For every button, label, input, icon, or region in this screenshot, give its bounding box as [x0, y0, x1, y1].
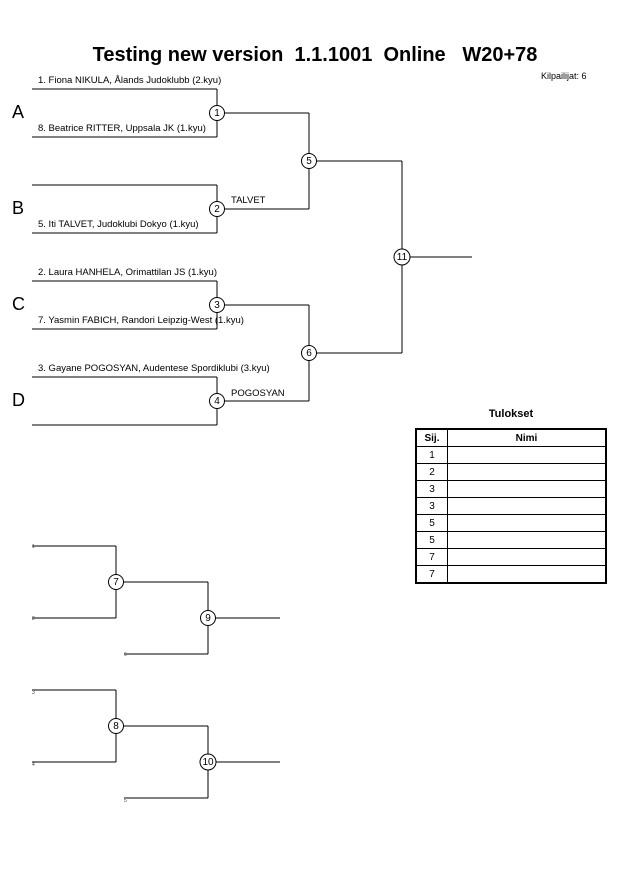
- pool-label-d: D: [12, 390, 25, 410]
- page-title: Testing new version 1.1.1001 Online W20+…: [92, 44, 538, 66]
- match-winner-label: TALVET: [231, 195, 266, 206]
- place-cell: 2: [415, 463, 448, 481]
- name-cell: [447, 565, 607, 584]
- match-node-1: 1: [209, 105, 225, 121]
- table-row: 5: [415, 531, 607, 549]
- name-cell: [447, 446, 607, 464]
- place-cell: 7: [415, 548, 448, 566]
- match-node-3: 3: [209, 297, 225, 313]
- name-cell: [447, 497, 607, 515]
- match-node-6: 6: [301, 345, 317, 361]
- table-row: 5: [415, 514, 607, 532]
- results-header-row: Sij. Nimi: [415, 428, 607, 447]
- table-row: 7: [415, 565, 607, 584]
- name-cell: [447, 463, 607, 481]
- pool-label-c: C: [12, 294, 25, 314]
- table-row: 2: [415, 463, 607, 481]
- match-winner-label: POGOSYAN: [231, 388, 285, 399]
- match-node-8: 8: [108, 718, 124, 734]
- match-node-7: 7: [108, 574, 124, 590]
- match-node-2: 2: [209, 201, 225, 217]
- entry-label: 5. Iti TALVET, Judoklubi Dokyo (1.kyu): [38, 219, 199, 230]
- place-cell: 7: [415, 565, 448, 584]
- results-table: Sij. Nimi 1 2 3 3 5 5 7 7: [415, 428, 607, 584]
- table-row: 7: [415, 548, 607, 566]
- place-cell: 3: [415, 480, 448, 498]
- svg-text:6: 6: [306, 348, 312, 359]
- match-node-5: 5: [301, 153, 317, 169]
- table-row: 3: [415, 497, 607, 515]
- svg-text:11: 11: [397, 252, 408, 263]
- repechage-seed: 3: [32, 690, 35, 696]
- repechage-seed: 6: [124, 652, 127, 658]
- name-header: Nimi: [447, 428, 607, 447]
- svg-text:1: 1: [214, 108, 220, 119]
- entry-label: 3. Gayane POGOSYAN, Audentese Spordiklub…: [38, 363, 270, 374]
- name-cell: [447, 480, 607, 498]
- svg-text:4: 4: [214, 396, 220, 407]
- match-node-9: 9: [200, 610, 216, 626]
- entry-label: 2. Laura HANHELA, Orimattilan JS (1.kyu): [38, 267, 217, 278]
- svg-text:7: 7: [113, 577, 119, 588]
- match-node-11: 11: [393, 248, 411, 266]
- svg-text:5: 5: [306, 156, 312, 167]
- entry-label: 1. Fiona NIKULA, Ålands Judoklubb (2.kyu…: [38, 75, 222, 86]
- svg-text:3: 3: [214, 300, 220, 311]
- repechage-seed: 2: [32, 616, 35, 622]
- results-title: Tulokset: [488, 408, 534, 420]
- name-cell: [447, 514, 607, 532]
- match-node-10: 10: [199, 753, 217, 771]
- table-row: 1: [415, 446, 607, 464]
- place-cell: 1: [415, 446, 448, 464]
- competitor-count: Kilpailijat: 6: [541, 71, 587, 81]
- entry-label: 8. Beatrice RITTER, Uppsala JK (1.kyu): [38, 123, 206, 134]
- repechage-seed: 1: [32, 544, 35, 550]
- place-header: Sij.: [415, 428, 448, 447]
- svg-text:9: 9: [205, 613, 211, 624]
- name-cell: [447, 531, 607, 549]
- repechage-seed: 5: [124, 798, 127, 804]
- place-cell: 3: [415, 497, 448, 515]
- name-cell: [447, 548, 607, 566]
- repechage-seed: 4: [32, 762, 35, 768]
- pool-label-b: B: [12, 198, 25, 218]
- place-cell: 5: [415, 531, 448, 549]
- svg-text:8: 8: [113, 721, 119, 732]
- table-row: 3: [415, 480, 607, 498]
- bracket-lines: [32, 88, 472, 799]
- svg-text:2: 2: [214, 204, 220, 215]
- pool-label-a: A: [12, 102, 25, 122]
- entry-label: 7. Yasmin FABICH, Randori Leipzig-West (…: [38, 315, 244, 326]
- place-cell: 5: [415, 514, 448, 532]
- match-node-4: 4: [209, 393, 225, 409]
- svg-text:10: 10: [202, 757, 214, 768]
